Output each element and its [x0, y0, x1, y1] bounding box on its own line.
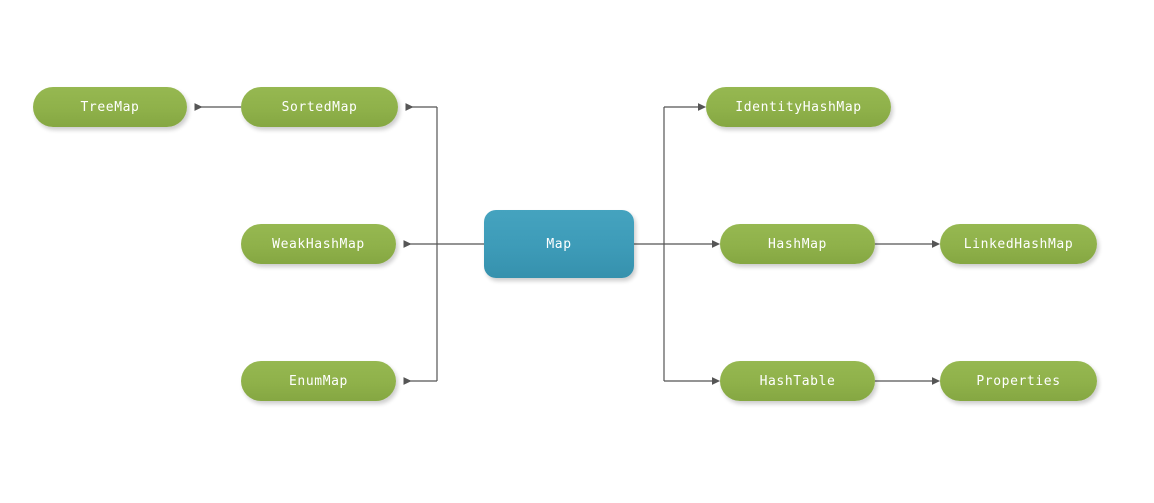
node-sortedmap[interactable]: SortedMap: [241, 87, 398, 127]
node-map-label: Map: [546, 236, 572, 252]
node-properties[interactable]: Properties: [940, 361, 1097, 401]
node-hashtable[interactable]: HashTable: [720, 361, 875, 401]
node-treemap[interactable]: TreeMap: [33, 87, 187, 127]
node-hashmap[interactable]: HashMap: [720, 224, 875, 264]
node-identityhashmap-label: IdentityHashMap: [735, 99, 862, 115]
node-weakhashmap[interactable]: WeakHashMap: [241, 224, 396, 264]
node-weakhashmap-label: WeakHashMap: [272, 236, 365, 252]
node-enummap-label: EnumMap: [289, 373, 348, 389]
node-hashtable-label: HashTable: [759, 373, 836, 389]
node-enummap[interactable]: EnumMap: [241, 361, 396, 401]
node-properties-label: Properties: [976, 373, 1061, 389]
node-sortedmap-label: SortedMap: [281, 99, 358, 115]
node-linkedhashmap-label: LinkedHashMap: [963, 236, 1074, 252]
node-linkedhashmap[interactable]: LinkedHashMap: [940, 224, 1097, 264]
node-treemap-label: TreeMap: [80, 99, 140, 115]
node-hashmap-label: HashMap: [768, 236, 827, 252]
node-identityhashmap[interactable]: IdentityHashMap: [706, 87, 891, 127]
node-map[interactable]: Map: [484, 210, 634, 278]
